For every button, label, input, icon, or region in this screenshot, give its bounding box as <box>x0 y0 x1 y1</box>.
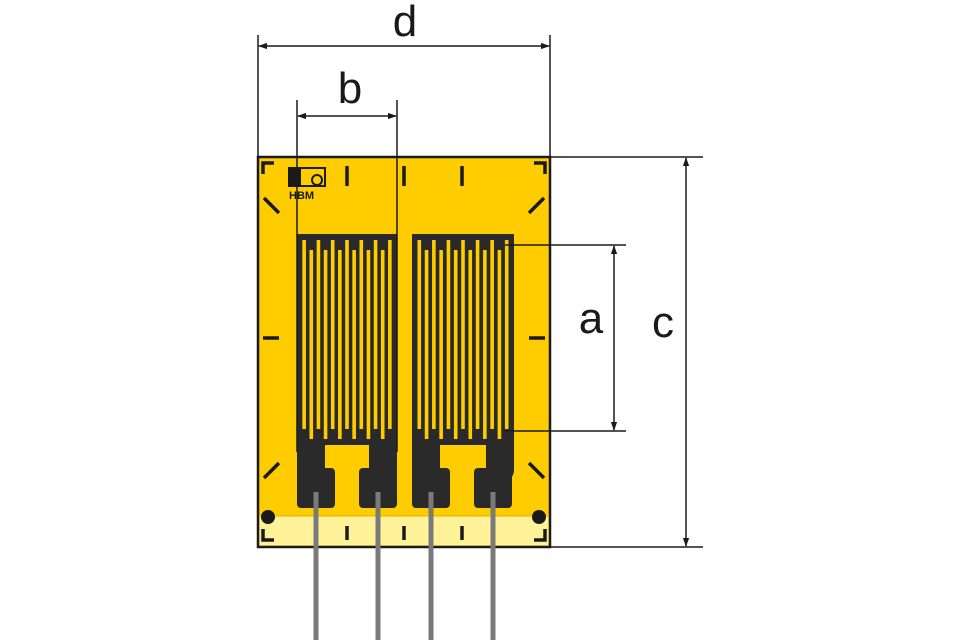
hbm-logo: HBM <box>288 167 326 202</box>
grid-2-solder-pad-right <box>474 468 512 508</box>
dimension-a <box>505 244 626 432</box>
grid-2-gap <box>490 240 494 429</box>
grid-2-gap <box>432 240 436 429</box>
corner-dot-left <box>261 510 275 524</box>
grid-1-gap <box>309 250 314 439</box>
dimension-label-b: b <box>338 64 362 113</box>
measuring-grids <box>297 234 514 508</box>
dimension-label-d: d <box>393 0 417 46</box>
grid-1-gap <box>373 240 378 429</box>
grid-2-gap <box>424 250 429 439</box>
grid-1-gap <box>338 250 342 439</box>
grid-1-gap <box>316 240 321 429</box>
logo-circle-icon <box>311 174 323 186</box>
grid-1-gap <box>330 240 335 429</box>
diagonal-mark-top-right <box>527 196 546 215</box>
corner-mark-bottom-left <box>261 529 274 542</box>
grid-1-notch <box>328 447 366 470</box>
grid-2-gap <box>446 240 451 429</box>
diagonal-mark-bottom-left <box>262 461 281 480</box>
logo-text: HBM <box>289 190 314 202</box>
grid-1-gap <box>388 240 392 429</box>
grid-1-solder-pad-left <box>297 468 335 508</box>
grid-1-solder-pad-right <box>359 468 397 508</box>
corner-mark-top-left <box>261 161 274 174</box>
grid-1-gap <box>359 240 364 429</box>
grid-1-gap <box>366 250 371 439</box>
grid-2-gap <box>497 250 502 439</box>
grid-2-gap <box>453 250 458 439</box>
grid-2-solder-pad-left <box>412 468 450 508</box>
grid-2-notch <box>443 447 481 470</box>
corner-mark-top-right <box>534 161 547 174</box>
dimension-c <box>550 156 703 548</box>
grid-2-gap <box>475 240 480 429</box>
diagonal-mark-bottom-right <box>527 461 546 480</box>
grid-1-gap <box>345 240 349 429</box>
grid-2-gap <box>468 250 473 439</box>
grid-2-gap <box>504 240 509 429</box>
grid-2-gap <box>461 240 465 429</box>
grid-1-gap <box>302 240 306 429</box>
alignment-marks <box>261 161 547 542</box>
dimension-label-c: c <box>652 298 674 347</box>
grid-2-gap <box>483 250 487 439</box>
grid-2-gap <box>417 240 422 429</box>
grid-1-gap <box>323 250 328 439</box>
grid-1-gap <box>352 250 356 439</box>
corner-mark-bottom-right <box>534 529 547 542</box>
logo-box-tab <box>289 168 301 186</box>
grid-1-gap <box>380 250 385 439</box>
diagonal-mark-top-left <box>262 196 281 215</box>
dimension-b <box>296 100 398 452</box>
dimension-d <box>257 35 551 157</box>
lead-wires <box>313 492 496 640</box>
corner-dot-right <box>532 510 546 524</box>
dimension-label-a: a <box>579 294 604 343</box>
grid-2-gap <box>439 250 443 439</box>
